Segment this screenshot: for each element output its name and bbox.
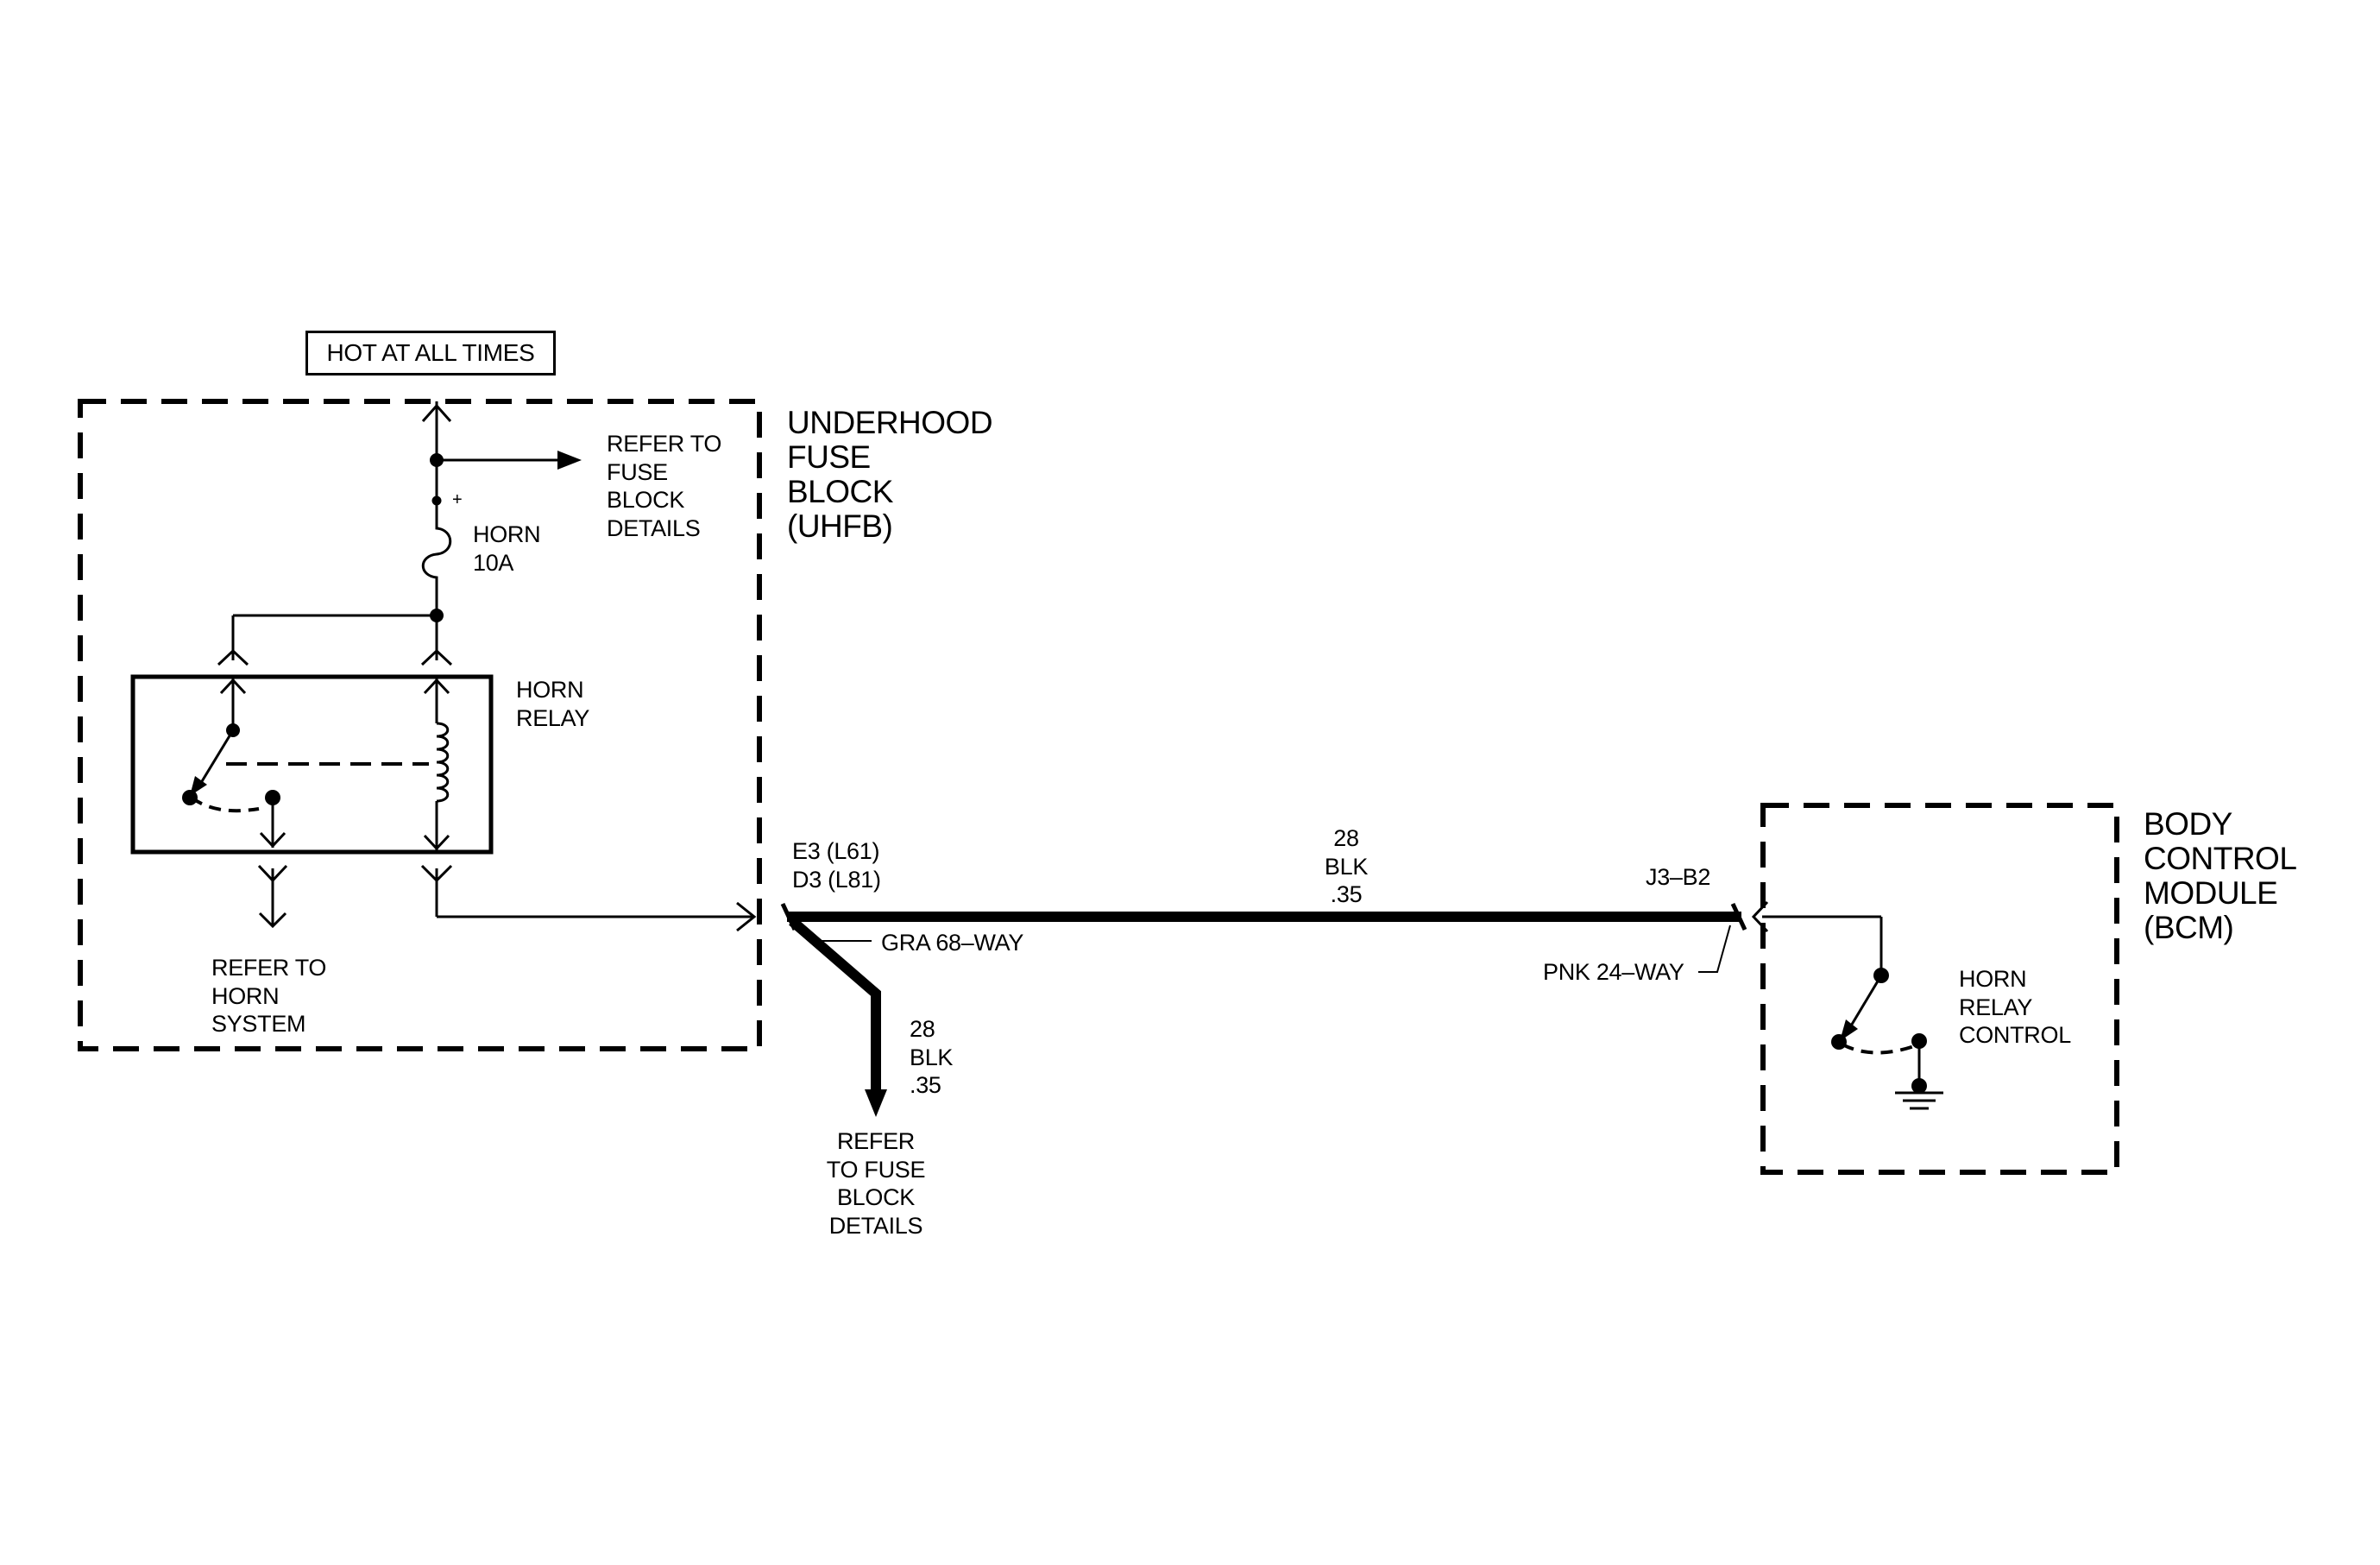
- wire-spec-label: 28 BLK .35: [1324, 825, 1369, 907]
- horn-relay-control-label: HORN RELAY CONTROL: [1959, 966, 2071, 1048]
- splice-dot: [430, 453, 444, 467]
- branch-wire-spec-label: 28 BLK .35: [910, 1016, 954, 1098]
- branch-wire: [789, 917, 881, 1089]
- relay-outputs: [257, 864, 757, 932]
- hot-at-all-times-label: HOT AT ALL TIMES: [305, 331, 556, 375]
- uhfb-boundary: [78, 399, 762, 1051]
- power-feed: [421, 401, 563, 501]
- leader-line: [800, 923, 872, 942]
- switch-contact-dot: [1873, 968, 1889, 983]
- horn-relay-label: HORN RELAY: [516, 677, 590, 731]
- ground-icon: [1911, 1078, 1927, 1094]
- refer-arrow-icon: [557, 451, 582, 470]
- bcm-boundary: [1760, 803, 2119, 1175]
- leader-line: [1698, 924, 1731, 973]
- relay-internals: [195, 677, 450, 852]
- refer-horn-system-label: REFER TO HORN SYSTEM: [211, 955, 327, 1037]
- pnk-connector-label: PNK 24–WAY: [1543, 959, 1684, 985]
- switch-arrow-icon: [190, 776, 207, 796]
- uhfb-title: UNDERHOOD FUSE BLOCK (UHFB): [787, 405, 993, 544]
- refer-fuse-block-details-label: REFER TO FUSE BLOCK DETAILS: [826, 1128, 926, 1239]
- connector-mark: [1730, 902, 1747, 931]
- switch-contact-dot: [1911, 1033, 1927, 1049]
- switch-contact-dot: [265, 790, 280, 805]
- relay-feed: [217, 614, 453, 666]
- bcm-title: BODY CONTROL MODULE (BCM): [2144, 806, 2297, 945]
- left-connector-label: E3 (L61) D3 (L81): [792, 838, 881, 893]
- switch-contact-dot: [1831, 1034, 1847, 1050]
- fuse-polarity-label: +: [452, 490, 463, 509]
- gra-connector-label: GRA 68–WAY: [881, 930, 1024, 956]
- splice-dot: [430, 609, 444, 622]
- switch-arc: [1842, 1043, 1915, 1055]
- bcm-internals: [1751, 900, 1943, 1110]
- branch-arrow-icon: [865, 1089, 887, 1117]
- switch-contact-dot: [226, 723, 240, 737]
- switch-arrow-icon: [1840, 1019, 1858, 1041]
- horn-relay-box: [130, 674, 494, 855]
- right-connector-label: J3–B2: [1646, 864, 1711, 890]
- switch-arc: [190, 796, 260, 813]
- switch-contact-dot: [182, 790, 198, 805]
- horn-fuse-label: HORN 10A: [473, 521, 541, 576]
- fuse-icon: [421, 501, 452, 615]
- refer-fuse-block-label: REFER TO FUSE BLOCK DETAILS: [607, 431, 722, 541]
